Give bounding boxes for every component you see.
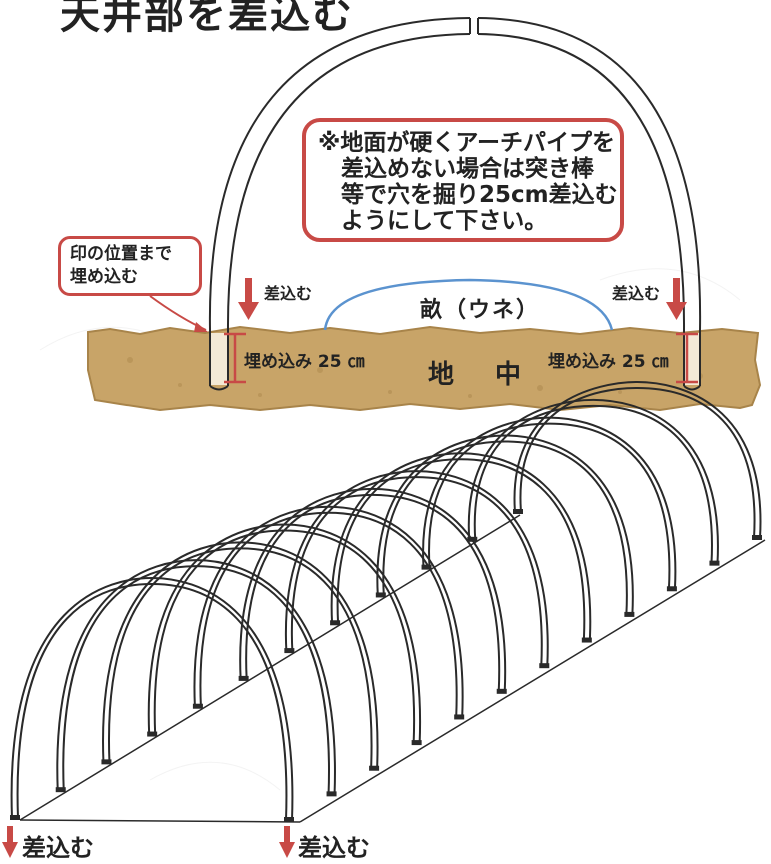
hoop-anchor bbox=[496, 688, 507, 694]
insert-label-left: 差込む bbox=[264, 284, 313, 303]
tunnel-hoop bbox=[290, 476, 543, 667]
bottom-insert-label-left: 差込む bbox=[22, 834, 94, 862]
tunnel-base-lines bbox=[19, 514, 766, 823]
hoop-anchor bbox=[284, 648, 295, 654]
insert-arrow-right-icon bbox=[666, 278, 687, 320]
tunnel-anchors bbox=[10, 509, 762, 822]
hoop-anchor bbox=[326, 791, 337, 797]
pipe-end-left bbox=[209, 385, 229, 391]
mark-callout: 印の位置まで 埋め込む bbox=[58, 236, 202, 296]
pipe-in-soil-left bbox=[211, 333, 227, 385]
tunnel-hoop bbox=[376, 434, 634, 615]
embed-label-right: 埋め込み 25 ㎝ bbox=[548, 352, 669, 372]
embed-bracket-right bbox=[676, 332, 698, 384]
embed-label-left: 埋め込み 25 ㎝ bbox=[244, 352, 365, 372]
ridge-label: 畝（ウネ） bbox=[420, 298, 541, 323]
tunnel-hoop bbox=[467, 398, 719, 564]
note-text: ※地面が硬くアーチパイプを 差込めない場合は突き棒 等で穴を掘り25cm差込む … bbox=[318, 130, 618, 234]
insert-label-right: 差込む bbox=[612, 284, 661, 303]
hoop-anchor bbox=[375, 592, 386, 598]
top-arch-pipe bbox=[208, 17, 702, 386]
tunnel-hoop bbox=[284, 470, 549, 667]
hoop-anchor bbox=[369, 765, 380, 771]
bottom-arrow-right-icon bbox=[279, 826, 295, 858]
hoop-anchor bbox=[581, 637, 592, 643]
hoop-anchor bbox=[10, 815, 20, 820]
tunnel-hoop bbox=[428, 422, 671, 590]
tunnel-hoop bbox=[473, 404, 713, 564]
tunnel-hoop bbox=[513, 380, 762, 539]
tunnel-hoop bbox=[382, 440, 628, 615]
ridge-arc bbox=[323, 278, 614, 331]
tunnel-hoop bbox=[336, 458, 586, 641]
hoop-anchor bbox=[284, 817, 294, 822]
hoop-anchor bbox=[752, 535, 762, 540]
hoop-anchor bbox=[192, 703, 203, 709]
tunnel-hoop bbox=[16, 582, 288, 821]
hoop-anchor bbox=[624, 611, 635, 617]
pipe-end-right bbox=[683, 385, 701, 391]
tunnel-hoop bbox=[239, 487, 507, 692]
tunnel-hoop bbox=[519, 386, 756, 539]
mark-callout-text: 印の位置まで 埋め込む bbox=[70, 244, 172, 287]
page-title: 天井部を差込む bbox=[60, 0, 354, 38]
hoop-anchor bbox=[421, 564, 432, 570]
bottom-insert-label-right: 差込む bbox=[298, 834, 370, 862]
tunnel-hoop bbox=[245, 493, 501, 692]
hoop-anchor bbox=[454, 714, 465, 720]
bottom-arrow-left-icon bbox=[2, 826, 18, 858]
insert-arrow-left-icon bbox=[238, 278, 259, 320]
hoop-anchor bbox=[55, 787, 66, 793]
hoop-anchor bbox=[411, 740, 422, 746]
hoop-anchor bbox=[147, 731, 158, 737]
tunnel-hoops bbox=[10, 380, 762, 821]
hoop-anchor bbox=[539, 663, 550, 669]
hoop-anchor bbox=[467, 536, 478, 542]
ground-label: 地 中 bbox=[428, 360, 538, 390]
tunnel-hoop bbox=[330, 452, 592, 641]
embed-bracket-left bbox=[224, 332, 246, 384]
mark-pointer-head bbox=[194, 322, 208, 332]
hoop-anchor bbox=[709, 560, 720, 566]
pipe-in-soil-right bbox=[685, 333, 699, 385]
hoop-anchor bbox=[513, 509, 523, 514]
tunnel-hoop bbox=[10, 576, 294, 821]
soil-speckle bbox=[127, 357, 703, 398]
hoop-anchor bbox=[101, 759, 112, 765]
hoop-anchor bbox=[330, 620, 341, 626]
hoop-anchor bbox=[238, 675, 249, 681]
hoop-anchor bbox=[666, 586, 677, 592]
note-callout: ※地面が硬くアーチパイプを 差込めない場合は突き棒 等で穴を掘り25cm差込む … bbox=[302, 118, 624, 242]
